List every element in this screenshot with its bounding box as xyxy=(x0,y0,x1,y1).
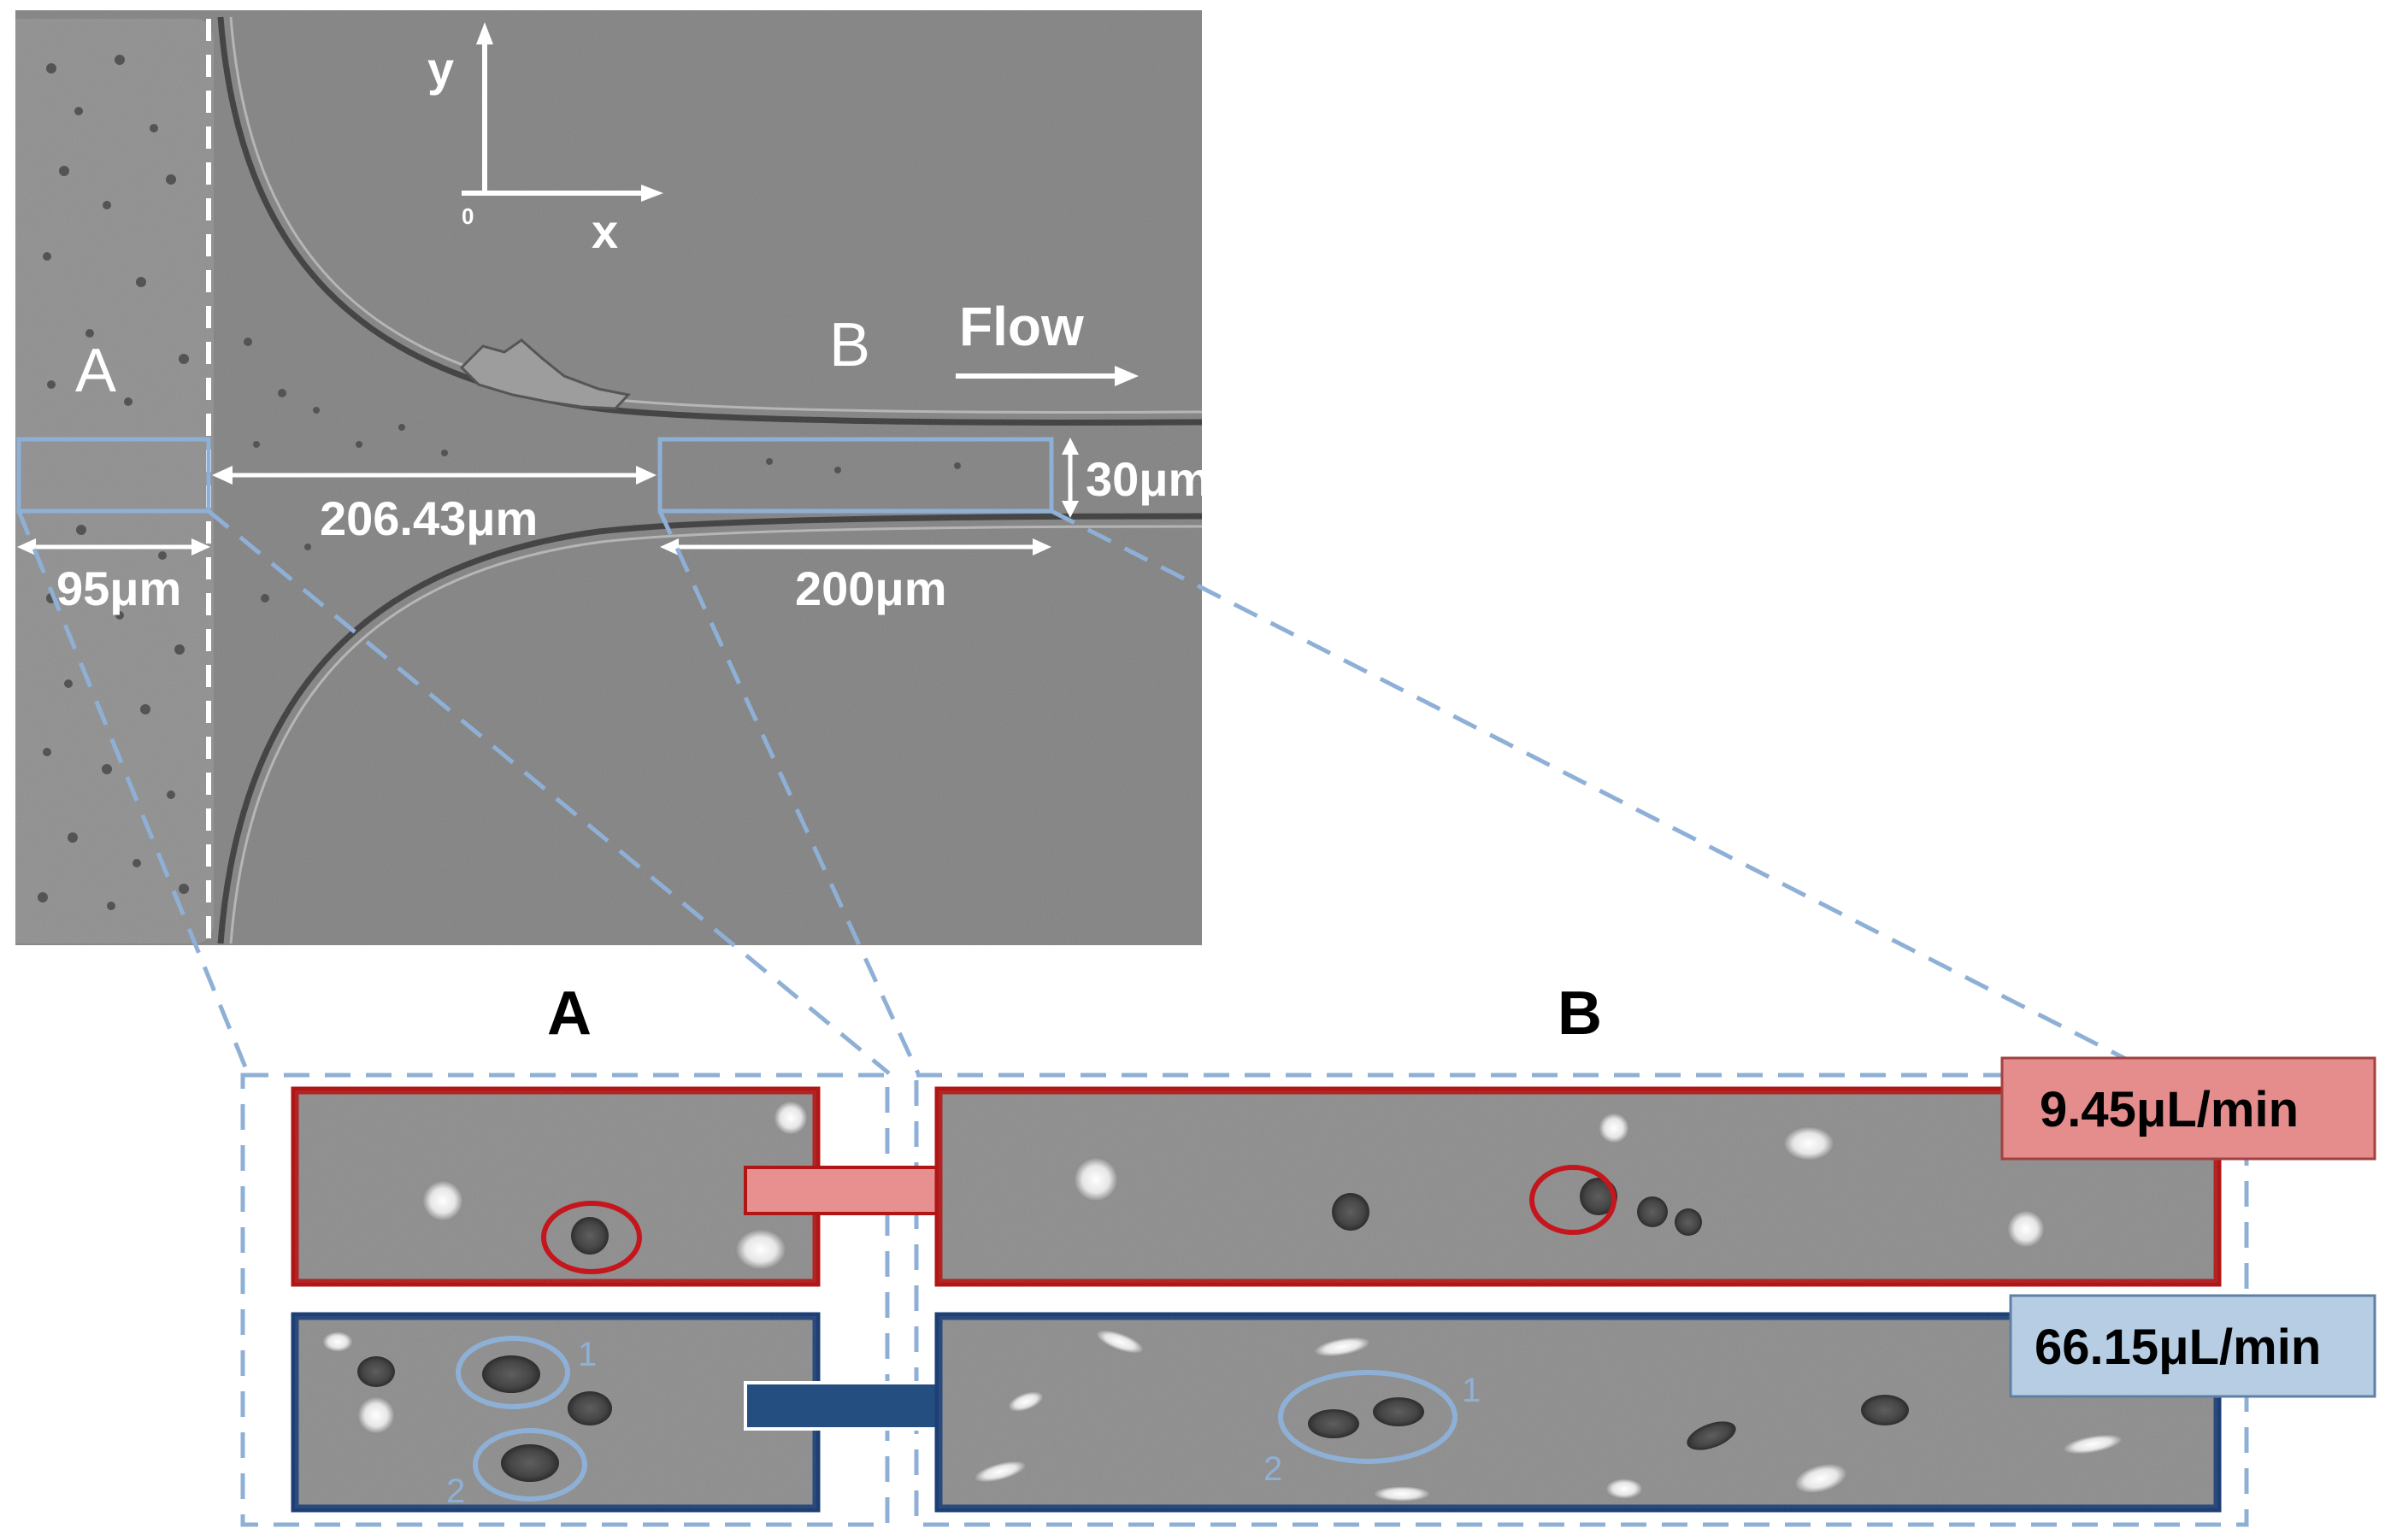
region-a-box xyxy=(16,437,211,514)
zoom-frame-b xyxy=(914,1073,2249,1527)
tracked-cell-pair-ring xyxy=(1278,1370,1458,1464)
high-flow-b-cells xyxy=(973,1330,2123,1502)
flow-arrow xyxy=(956,366,1139,386)
region-b-box xyxy=(657,437,1054,514)
low-flow-row: 9.45μL/min xyxy=(291,1056,2376,1287)
zoom-projection-lines xyxy=(16,508,2156,1076)
panel-a-title: A xyxy=(547,979,592,1048)
zoom-frame-a xyxy=(240,1073,890,1527)
tracked-cell-ring-2 xyxy=(473,1428,587,1502)
width-a-dimension-arrow xyxy=(17,538,210,555)
cell-tag-2: 2 xyxy=(1263,1450,1282,1488)
axis-origin-label: 0 xyxy=(462,203,474,229)
height-dimension-arrow xyxy=(1062,438,1079,518)
low-flow-a-cells xyxy=(422,1101,808,1270)
high-flow-rate-box xyxy=(2009,1294,2376,1398)
region-b-letter: B xyxy=(829,311,870,379)
cell-tag-2: 2 xyxy=(446,1472,465,1510)
panel-b-title: B xyxy=(1558,979,1602,1048)
micrograph: y x 0 A B Flow 206.43μm 95μm xyxy=(15,10,1210,945)
high-flow-a-cells xyxy=(322,1331,612,1482)
low-flow-b-cells xyxy=(1074,1113,2045,1248)
cell-tag-1: 1 xyxy=(1462,1372,1481,1409)
micrograph-grain xyxy=(15,10,1202,945)
height-label: 30μm xyxy=(1086,452,1210,506)
width-b-label: 200μm xyxy=(795,561,947,615)
width-b-dimension-arrow xyxy=(660,538,1051,555)
high-flow-rate-label: 66.15μL/min xyxy=(2035,1320,2321,1375)
panel-grain xyxy=(939,1316,2217,1508)
axis-y-label: y xyxy=(427,42,454,96)
gap-dimension-arrow xyxy=(212,466,657,485)
high-flow-row: 1 2 1 2 66.15μL/min xyxy=(291,1294,2376,1513)
axis-x-label: x xyxy=(592,204,618,258)
panel-grain xyxy=(295,1090,816,1283)
width-a-label: 95μm xyxy=(56,561,181,615)
gap-label: 206.43μm xyxy=(320,491,538,545)
coordinate-axes xyxy=(462,22,663,202)
tracked-cell-ring-1 xyxy=(456,1336,570,1409)
low-flow-rate-box xyxy=(2000,1056,2376,1161)
cell-tag-1: 1 xyxy=(578,1336,597,1373)
tracked-cell-ring xyxy=(1529,1165,1616,1235)
low-flow-rate-label: 9.45μL/min xyxy=(2040,1082,2299,1137)
tracked-cell-ring xyxy=(541,1201,642,1274)
region-a-letter: A xyxy=(75,337,116,405)
flow-label: Flow xyxy=(959,296,1084,357)
